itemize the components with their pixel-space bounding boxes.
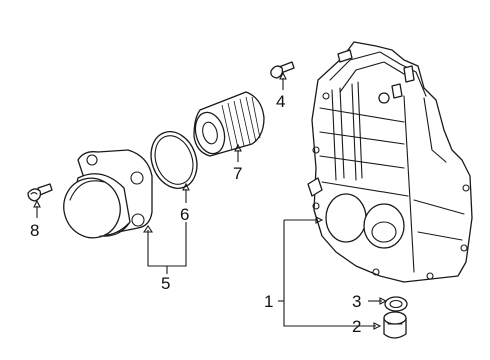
callout-4: 4 — [276, 92, 285, 111]
filter-element-part-7[interactable] — [191, 91, 265, 157]
bolt-part-4[interactable] — [270, 61, 295, 79]
case-part-1[interactable] — [307, 41, 473, 283]
bolt-part-8[interactable] — [27, 183, 53, 202]
drain-plug-part-2[interactable] — [383, 311, 407, 339]
filter-housing-part-5[interactable] — [56, 149, 153, 245]
gasket-part-3[interactable] — [384, 296, 408, 312]
callout-3: 3 — [352, 292, 361, 311]
callout-5: 5 — [161, 274, 170, 293]
callout-8: 8 — [30, 221, 39, 240]
callout-7: 7 — [233, 164, 242, 183]
callout-2: 2 — [352, 317, 361, 336]
callout-6: 6 — [180, 205, 189, 224]
leader-lines — [33, 71, 388, 330]
callout-1: 1 — [264, 292, 273, 311]
